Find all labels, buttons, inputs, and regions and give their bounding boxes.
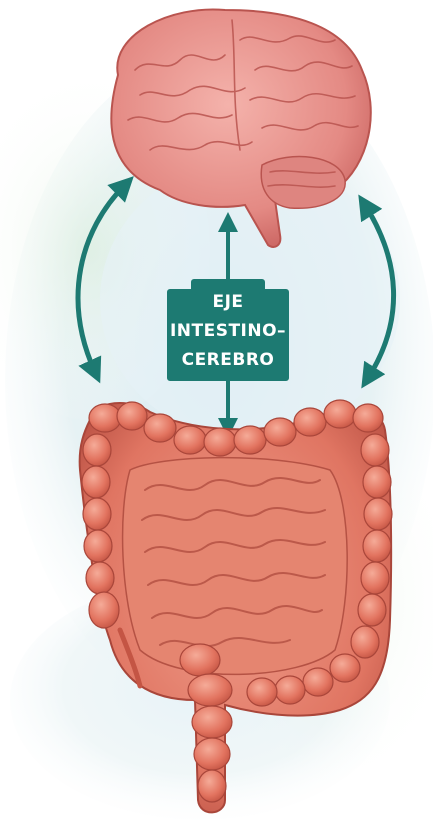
label-line-2: INTESTINO–	[170, 321, 286, 341]
label-line-1: EJE	[212, 292, 243, 312]
label-line-3: CEREBRO	[182, 350, 275, 370]
axis-label-badge: EJE INTESTINO– CEREBRO	[170, 282, 286, 378]
